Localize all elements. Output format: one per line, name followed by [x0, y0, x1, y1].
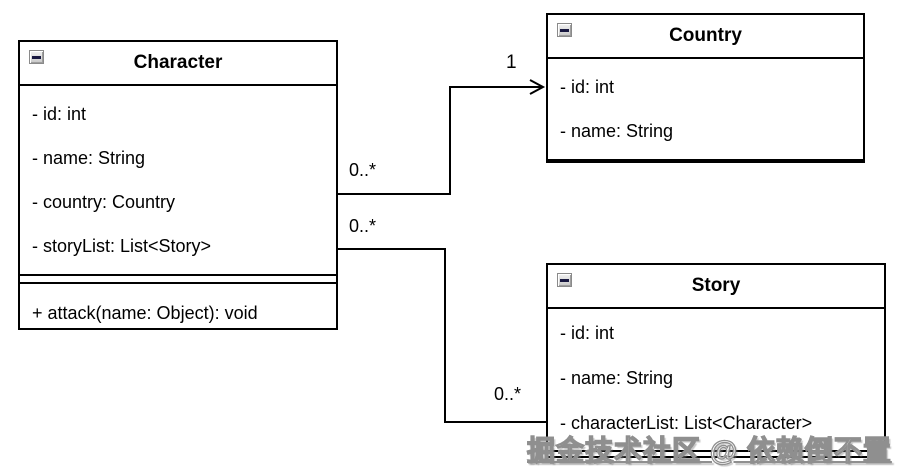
attribute-row: - name: String	[560, 120, 674, 141]
methods-compartment-character: + attack(name: Object): void	[20, 282, 336, 334]
class-title-story: Story	[691, 275, 741, 296]
method-row: + attack(name: Object): void	[32, 302, 258, 323]
methods-compartment-country	[548, 161, 863, 167]
class-header-story: Story	[548, 265, 884, 309]
class-box-story: Story - id: int - name: String - charact…	[546, 263, 886, 458]
multiplicity-label-character-story-target: 0..*	[494, 384, 522, 404]
attribute-row: - name: String	[560, 368, 674, 388]
class-title-country: Country	[669, 25, 742, 46]
collapse-minus-icon[interactable]	[557, 273, 572, 287]
open-arrowhead-icon	[529, 79, 546, 95]
attribute-row: - country: Country	[32, 191, 176, 212]
minus-glyph	[560, 278, 569, 282]
attribute-row: - id: int	[32, 103, 87, 124]
attributes-compartment-character: - id: int - name: String - country: Coun…	[20, 86, 336, 276]
class-title-character: Character	[133, 52, 223, 73]
multiplicity-label-character-story-source: 0..*	[349, 216, 377, 236]
class-header-character: Character	[20, 42, 336, 86]
collapse-minus-icon[interactable]	[29, 50, 44, 64]
association-character-country-line	[338, 86, 542, 195]
attribute-row: - id: int	[560, 76, 615, 97]
collapse-minus-icon[interactable]	[557, 23, 572, 37]
attributes-compartment-country: - id: int - name: String	[548, 59, 863, 161]
class-header-country: Country	[548, 15, 863, 59]
attribute-row: - id: int	[560, 323, 615, 343]
association-character-story-line	[338, 248, 546, 423]
attribute-row: - characterList: List<Character>	[560, 413, 813, 433]
multiplicity-label-character-country-target: 1	[506, 52, 517, 73]
minus-glyph	[560, 28, 569, 32]
multiplicity-label-character-country-source: 0..*	[349, 160, 377, 180]
class-box-character: Character - id: int - name: String - cou…	[18, 40, 338, 330]
class-box-country: Country - id: int - name: String	[546, 13, 865, 163]
attributes-compartment-story: - id: int - name: String - characterList…	[548, 309, 884, 452]
attribute-row: - storyList: List<Story>	[32, 235, 212, 256]
attribute-row: - name: String	[32, 147, 146, 168]
watermark: 掘金技术社区 @ 依赖倒不置	[526, 434, 892, 466]
minus-glyph	[32, 55, 41, 59]
